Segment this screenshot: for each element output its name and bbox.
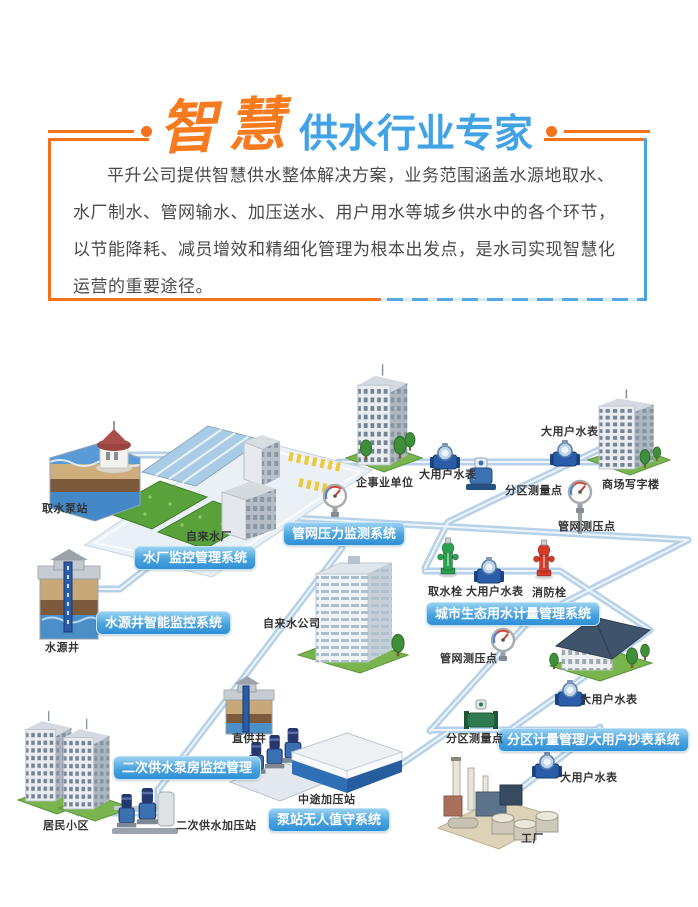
devices xyxy=(322,439,593,779)
page-title: 智慧 供水行业专家 xyxy=(48,88,650,174)
intro-border-top-left xyxy=(51,138,149,141)
system-pill-eco-metering: 城市生态用水计量管理系统 xyxy=(426,602,601,627)
system-pill-unattended-pump: 泵站无人值守系统 xyxy=(268,808,391,833)
direct-well-illustration xyxy=(223,676,275,735)
intro-box: 平升公司提供智慧供水整体解决方案，业务范围涵盖水源地取水、水厂制水、管网输水、加… xyxy=(48,138,647,301)
label-residential: 居民小区 xyxy=(43,820,89,832)
title-rule-right xyxy=(564,129,650,133)
title-rule-left xyxy=(48,129,134,133)
title-main-text: 供水行业专家 xyxy=(299,112,534,156)
district-flow-meter-icon xyxy=(463,699,499,730)
label-meter-eco: 大用户水表 xyxy=(466,586,524,598)
title-script-text: 智慧 xyxy=(157,89,297,163)
water-company-building-illustration xyxy=(296,556,410,674)
intro-border-bottom-dashed xyxy=(378,298,644,301)
pressure-gauge-icon xyxy=(322,483,348,519)
intro-paragraph: 平升公司提供智慧供水整体解决方案，业务范围涵盖水源地取水、水厂制水、管网输水、加… xyxy=(73,166,616,296)
source-well-illustration xyxy=(37,549,101,640)
label-intake-hydrant: 取水栓 xyxy=(428,586,463,598)
label-meter-factory: 大用户水表 xyxy=(560,772,618,784)
pressure-gauge-icon xyxy=(567,479,593,515)
fire-hydrant-icon xyxy=(532,539,556,581)
midway-pressure-station-illustration xyxy=(228,727,404,802)
label-pressure-point-2: 管网测压点 xyxy=(440,653,498,665)
enterprise-building-illustration xyxy=(344,363,424,473)
label-pressure-point-1: 管网测压点 xyxy=(558,521,616,533)
intro-border-bottom-solid xyxy=(51,298,381,301)
label-meter-mall: 大用户水表 xyxy=(541,426,599,438)
system-pill-plant-monitoring: 水厂监控管理系统 xyxy=(134,546,257,571)
system-pill-district-metering: 分区计量管理/大用户抄表系统 xyxy=(498,728,689,753)
label-factory: 工厂 xyxy=(521,833,544,845)
label-water-company: 自来水公司 xyxy=(263,618,321,630)
system-pill-well-monitoring: 水源井智能监控系统 xyxy=(96,611,232,636)
label-secondary-station: 二次供水加压站 xyxy=(176,820,257,832)
intro-border-top-right xyxy=(544,138,644,141)
residential-towers-illustration xyxy=(16,710,134,822)
label-water-plant: 自来水厂 xyxy=(186,531,232,543)
water-meter-icon xyxy=(429,442,461,470)
label-meter-school: 大用户水表 xyxy=(580,694,638,706)
system-pill-secondary-supply: 二次供水泵房监控管理 xyxy=(113,756,262,781)
label-district-point-2: 分区测量点 xyxy=(446,733,504,745)
title-dot-right xyxy=(546,125,558,137)
water-supply-system-diagram xyxy=(16,363,692,850)
label-district-point-1: 分区测量点 xyxy=(505,485,563,497)
label-meter-enterprise: 大用户水表 xyxy=(419,469,477,481)
water-meter-icon xyxy=(549,439,581,467)
label-enterprise: 企事业单位 xyxy=(356,477,414,489)
label-direct-well: 直供井 xyxy=(232,733,267,745)
mall-office-building-illustration xyxy=(586,388,672,476)
factory-illustration xyxy=(436,757,560,850)
label-source-well: 水源井 xyxy=(45,642,80,654)
label-mall-office: 商场写字楼 xyxy=(602,479,660,491)
school-building-illustration xyxy=(548,616,654,682)
water-meter-icon xyxy=(473,556,505,584)
label-intake-pump-station: 取水泵站 xyxy=(42,503,88,515)
label-midway-station: 中途加压站 xyxy=(298,794,356,806)
title-dot-left xyxy=(140,125,152,137)
system-pill-pipeline-pressure: 管网压力监测系统 xyxy=(283,522,406,547)
secondary-pressure-station-illustration xyxy=(112,787,178,834)
label-fire-hydrant: 消防栓 xyxy=(532,587,567,599)
